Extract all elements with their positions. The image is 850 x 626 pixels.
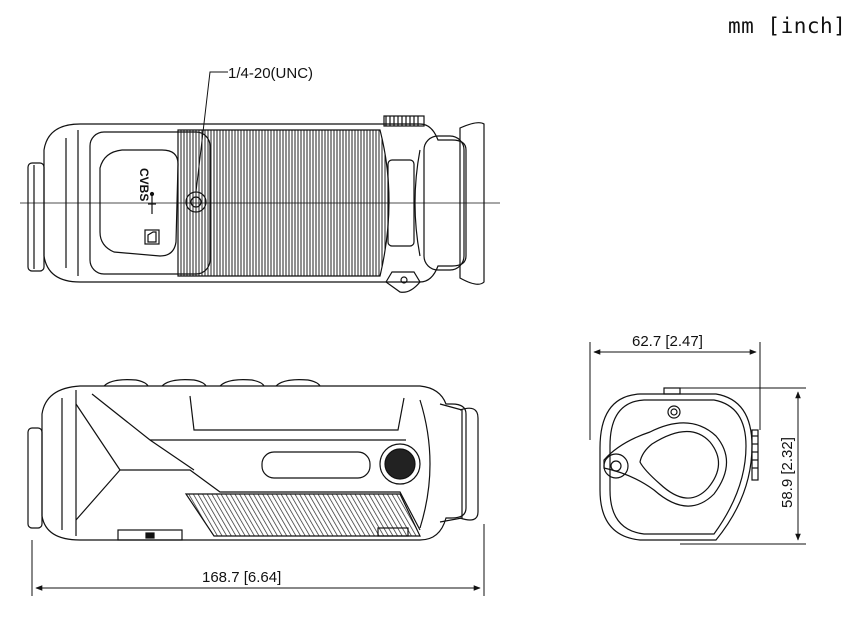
height-dimension-label: 58.9 [2.32] bbox=[779, 437, 796, 508]
bottom-port bbox=[117, 529, 183, 541]
lens-cap bbox=[27, 162, 45, 272]
top-knob bbox=[383, 115, 425, 127]
length-dimension bbox=[31, 524, 485, 596]
top-view bbox=[20, 71, 500, 293]
side-view bbox=[27, 379, 479, 541]
eyecup bbox=[459, 122, 485, 285]
cover-hinge bbox=[603, 453, 629, 479]
cvbs-label: CVBS bbox=[137, 168, 151, 201]
front-view bbox=[599, 387, 759, 541]
length-dimension-label: 168.7 [6.64] bbox=[202, 569, 281, 586]
side-grip-hatch bbox=[184, 493, 421, 537]
units-label: mm [inch] bbox=[728, 14, 847, 38]
width-dimension-label: 62.7 [2.47] bbox=[632, 333, 703, 350]
port-door bbox=[99, 149, 179, 257]
side-slot bbox=[261, 451, 371, 479]
lens-cover bbox=[603, 422, 728, 507]
front-body-outline bbox=[599, 393, 753, 541]
button-4 bbox=[275, 379, 321, 387]
front-mount-hole bbox=[667, 405, 681, 419]
width-dimension bbox=[589, 342, 761, 440]
side-round-button bbox=[379, 443, 421, 485]
mount-leader-line bbox=[195, 71, 228, 193]
sd-card-icon bbox=[144, 229, 160, 245]
side-lens-cap bbox=[27, 427, 43, 529]
button-2 bbox=[161, 379, 207, 387]
button-3 bbox=[219, 379, 265, 387]
body-outline bbox=[43, 123, 467, 283]
side-body-outline bbox=[41, 385, 467, 541]
lens-cover-inner bbox=[639, 430, 720, 499]
button-1 bbox=[103, 379, 149, 387]
height-dimension bbox=[680, 387, 806, 545]
lanyard-loop bbox=[385, 271, 421, 293]
usb-icon bbox=[148, 191, 156, 214]
mount-thread-callout: 1/4-20(UNC) bbox=[228, 65, 313, 82]
side-eyecup bbox=[459, 407, 479, 521]
front-side-knob bbox=[751, 429, 759, 481]
